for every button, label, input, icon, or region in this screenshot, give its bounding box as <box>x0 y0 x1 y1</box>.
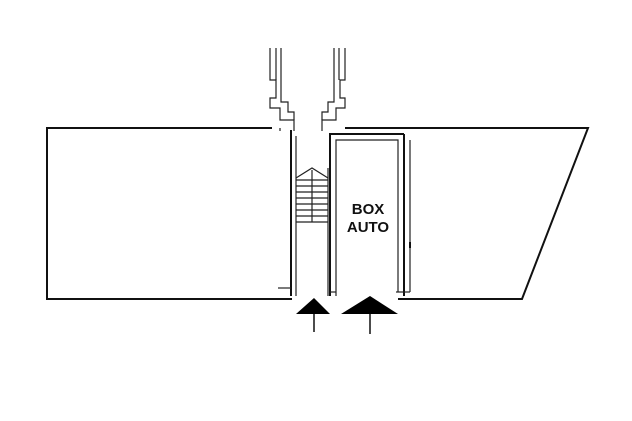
top-corridor <box>269 48 346 131</box>
staircase-icon <box>295 167 329 296</box>
building-outline <box>46 127 590 300</box>
left-room-wall <box>278 128 297 296</box>
garage-room <box>329 133 411 296</box>
triangle-up-arrow-icon <box>296 298 330 332</box>
triangle-up-arrow-icon <box>341 296 398 334</box>
garage-label-line1: BOX <box>352 201 385 218</box>
garage-label-line2: AUTO <box>347 219 390 236</box>
